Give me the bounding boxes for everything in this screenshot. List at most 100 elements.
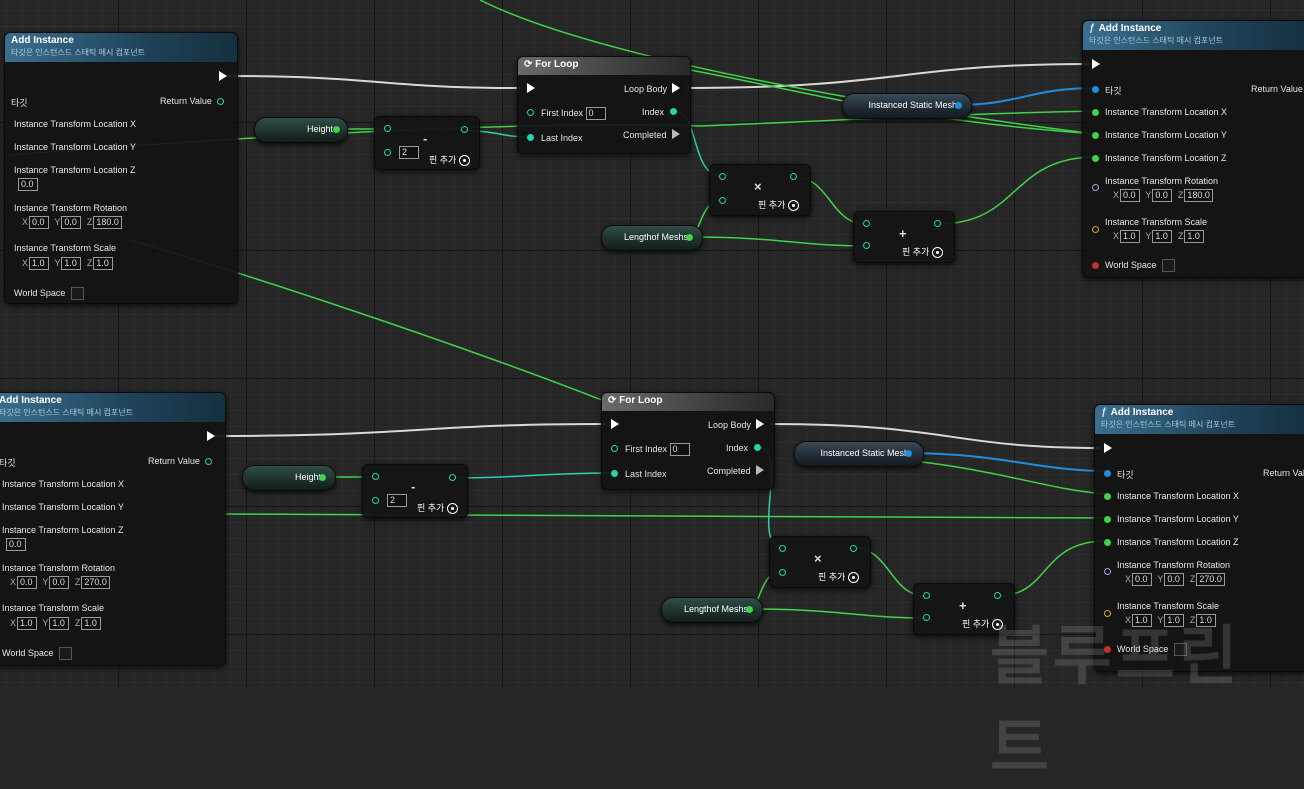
multiply-in-b[interactable] bbox=[779, 569, 786, 576]
multiply-out[interactable] bbox=[790, 173, 797, 180]
add-in-a[interactable] bbox=[863, 220, 870, 227]
add-node-top[interactable]: + 핀 추가 bbox=[853, 211, 955, 263]
add-node-bottom[interactable]: + 핀 추가 bbox=[913, 583, 1015, 635]
add-instance-node-bottom-left[interactable]: Add Instance 타깃은 인스턴스드 스태틱 메시 컴포넌트 타깃 Re… bbox=[0, 392, 226, 666]
world-space-pin[interactable] bbox=[1104, 646, 1111, 653]
exec-in-pin[interactable] bbox=[1092, 59, 1100, 69]
exec-in-pin[interactable] bbox=[527, 83, 535, 93]
loop-body-pin[interactable] bbox=[672, 83, 680, 93]
multiply-in-a[interactable] bbox=[719, 173, 726, 180]
length-variable-top[interactable]: Lengthof Meshs bbox=[601, 225, 703, 251]
exec-out-pin[interactable] bbox=[219, 71, 227, 81]
subtract-out[interactable] bbox=[449, 474, 456, 481]
add-in-b[interactable] bbox=[863, 242, 870, 249]
add-in-a[interactable] bbox=[923, 592, 930, 599]
world-space-row[interactable]: World Space bbox=[14, 287, 85, 300]
last-index-pin[interactable] bbox=[611, 470, 618, 477]
add-pin-button[interactable]: 핀 추가 bbox=[429, 153, 471, 167]
world-space-checkbox[interactable] bbox=[59, 647, 73, 660]
return-value-pin[interactable] bbox=[217, 98, 224, 105]
ism-out-pin[interactable] bbox=[955, 102, 962, 109]
index-pin[interactable] bbox=[754, 444, 761, 451]
world-space-checkbox[interactable] bbox=[71, 287, 85, 300]
world-space-checkbox[interactable] bbox=[1162, 259, 1176, 272]
add-pin-button[interactable]: 핀 추가 bbox=[962, 617, 1004, 631]
scale-pin[interactable] bbox=[1104, 610, 1111, 617]
scale-pin[interactable] bbox=[1092, 226, 1099, 233]
ism-out-pin[interactable] bbox=[905, 450, 912, 457]
add-out[interactable] bbox=[934, 220, 941, 227]
subtract-in-b[interactable] bbox=[384, 149, 391, 156]
height-variable-bottom[interactable]: Height bbox=[242, 465, 336, 491]
first-index-pin[interactable] bbox=[611, 445, 618, 452]
target-pin[interactable] bbox=[1104, 470, 1111, 477]
target-pin[interactable] bbox=[1092, 86, 1099, 93]
completed-pin[interactable] bbox=[756, 465, 764, 475]
loop-body-pin[interactable] bbox=[756, 419, 764, 429]
rotation-pin[interactable] bbox=[1092, 184, 1099, 191]
loc-x-pin[interactable] bbox=[1092, 109, 1099, 116]
length-out-pin[interactable] bbox=[686, 234, 693, 241]
loc-y-pin[interactable] bbox=[1104, 516, 1111, 523]
height-out-pin[interactable] bbox=[319, 474, 326, 481]
loc-y-pin[interactable] bbox=[1092, 132, 1099, 139]
subtract-b-value[interactable]: 2 bbox=[399, 146, 419, 159]
world-space-row[interactable]: World Space bbox=[2, 647, 73, 660]
subtract-in-a[interactable] bbox=[384, 125, 391, 132]
subtract-out[interactable] bbox=[461, 126, 468, 133]
for-loop-node-top[interactable]: ⟳ For Loop Loop Body First Index 0 Index… bbox=[517, 56, 691, 154]
last-index-pin[interactable] bbox=[527, 134, 534, 141]
add-pin-button[interactable]: 핀 추가 bbox=[818, 570, 860, 584]
world-space-row[interactable]: World Space bbox=[1105, 259, 1176, 272]
multiply-node-top[interactable]: × 핀 추가 bbox=[709, 164, 811, 216]
exec-in-pin[interactable] bbox=[1104, 443, 1112, 453]
subtract-node-top[interactable]: 2 - 핀 추가 bbox=[374, 116, 480, 170]
multiply-node-bottom[interactable]: × 핀 추가 bbox=[769, 536, 871, 588]
length-out-pin[interactable] bbox=[746, 606, 753, 613]
first-index-row[interactable]: First Index 0 bbox=[625, 443, 693, 456]
ism-variable-bottom[interactable]: Instanced Static Mesh bbox=[794, 441, 924, 467]
world-space-checkbox[interactable] bbox=[1174, 643, 1188, 656]
world-space-pin[interactable] bbox=[1092, 262, 1099, 269]
index-pin[interactable] bbox=[670, 108, 677, 115]
location-z-field[interactable]: 0.0 bbox=[6, 538, 29, 551]
subtract-in-b[interactable] bbox=[372, 497, 379, 504]
ism-variable-top[interactable]: Instanced Static Mesh bbox=[842, 93, 972, 119]
loc-x-pin[interactable] bbox=[1104, 493, 1111, 500]
height-out-pin[interactable] bbox=[333, 126, 340, 133]
first-index-row[interactable]: First Index 0 bbox=[541, 107, 609, 120]
completed-pin[interactable] bbox=[672, 129, 680, 139]
loc-z-pin[interactable] bbox=[1104, 539, 1111, 546]
multiply-in-a[interactable] bbox=[779, 545, 786, 552]
subtract-node-bottom[interactable]: 2 - 핀 추가 bbox=[362, 464, 468, 518]
return-value-pin[interactable] bbox=[205, 458, 212, 465]
add-pin-button[interactable]: 핀 추가 bbox=[758, 198, 800, 212]
loc-z-pin[interactable] bbox=[1092, 155, 1099, 162]
subtract-in-a[interactable] bbox=[372, 473, 379, 480]
first-index-pin[interactable] bbox=[527, 109, 534, 116]
exec-out-pin[interactable] bbox=[207, 431, 215, 441]
exec-in-pin[interactable] bbox=[611, 419, 619, 429]
height-variable-top[interactable]: Height bbox=[254, 117, 348, 143]
add-in-b[interactable] bbox=[923, 614, 930, 621]
multiply-out[interactable] bbox=[850, 545, 857, 552]
location-z-field[interactable]: 0.0 bbox=[18, 178, 41, 191]
add-pin-button[interactable]: 핀 추가 bbox=[417, 501, 459, 515]
subtract-b-value[interactable]: 2 bbox=[387, 494, 407, 507]
length-variable-bottom[interactable]: Lengthof Meshs bbox=[661, 597, 763, 623]
for-loop-node-bottom[interactable]: ⟳ For Loop Loop Body First Index 0 Index… bbox=[601, 392, 775, 490]
multiply-in-b[interactable] bbox=[719, 197, 726, 204]
rotation-pin[interactable] bbox=[1104, 568, 1111, 575]
world-space-row[interactable]: World Space bbox=[1117, 643, 1188, 656]
add-pin-button[interactable]: 핀 추가 bbox=[902, 245, 944, 259]
